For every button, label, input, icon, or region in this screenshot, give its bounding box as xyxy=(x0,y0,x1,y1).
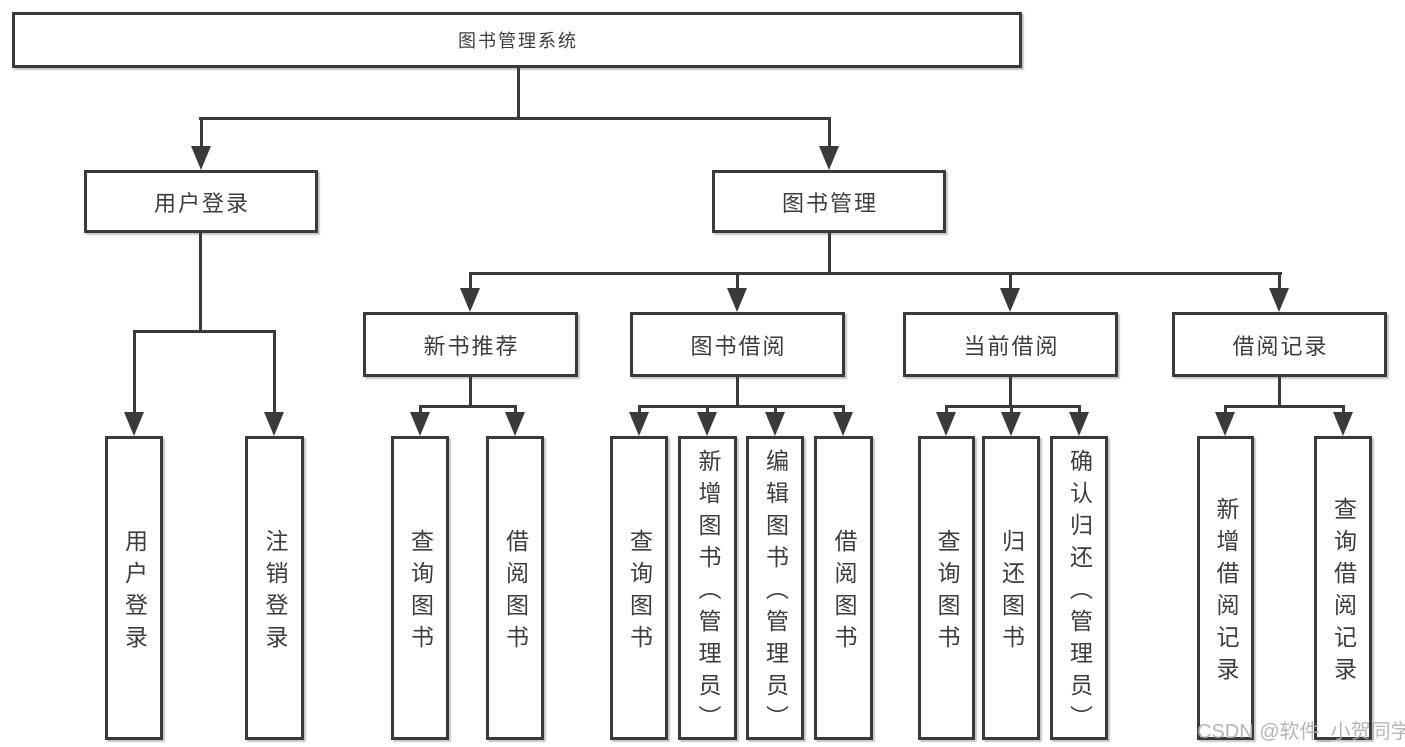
node-leaf-user-login-label: 用户登录 xyxy=(121,528,148,657)
connector-leaf-logout-drop xyxy=(273,330,276,414)
node-leaf-add-books: 新增图书（管理员） xyxy=(678,436,737,740)
node-current-borrow: 当前借阅 xyxy=(903,312,1118,377)
node-current-borrow-label: 当前借阅 xyxy=(963,333,1060,359)
connector-leaf-user-login-drop xyxy=(133,330,136,414)
node-leaf-edit-books: 编辑图书（管理员） xyxy=(746,436,804,740)
node-leaf-add-books-label: 新增图书（管理员） xyxy=(695,448,721,737)
node-leaf-confirm-return: 确认归还（管理员） xyxy=(1050,436,1108,740)
connector-leaf-return-drop xyxy=(1010,405,1013,414)
connector-leaf-edit-books-drop xyxy=(774,405,777,414)
node-leaf-add-borrow-record-label: 新增借阅记录 xyxy=(1213,496,1239,689)
node-leaf-user-login: 用户登录 xyxy=(105,436,163,740)
arrowhead-leaf-query1 xyxy=(410,412,430,436)
node-leaf-add-borrow-record: 新增借阅记录 xyxy=(1197,436,1254,740)
connector-user-login-stem xyxy=(199,233,202,332)
node-leaf-query-borrow-record: 查询借阅记录 xyxy=(1314,436,1372,740)
connector-root-stem xyxy=(517,68,520,119)
node-leaf-logout-label: 注销登录 xyxy=(262,528,288,657)
node-book-mgmt: 图书管理 xyxy=(712,170,946,233)
node-leaf-query-books-1-label: 查询图书 xyxy=(407,528,434,657)
connector-book-mgmt-stem xyxy=(828,233,831,274)
arrowhead-leaf-logout xyxy=(264,412,284,436)
node-leaf-return-books: 归还图书 xyxy=(982,436,1040,740)
node-leaf-query-books-2: 查询图书 xyxy=(610,436,668,740)
connector-borrow-records-drop xyxy=(1278,272,1281,292)
node-book-borrow-label: 图书借阅 xyxy=(690,333,787,359)
connector-level3-bar xyxy=(469,272,1282,275)
arrowhead-leaf-query-record xyxy=(1333,412,1353,436)
node-new-books-label: 新书推荐 xyxy=(423,333,520,359)
connector-leaf-query-record-drop xyxy=(1342,405,1345,414)
arrowhead-leaf-add-record xyxy=(1215,412,1235,436)
node-leaf-borrow-books-1-label: 借阅图书 xyxy=(502,528,529,657)
node-leaf-query-books-1: 查询图书 xyxy=(391,436,449,740)
node-user-login-label: 用户登录 xyxy=(153,190,250,216)
node-leaf-logout: 注销登录 xyxy=(245,436,304,740)
arrowhead-book-borrow xyxy=(727,288,747,312)
connector-book-borrow-bar xyxy=(638,405,845,408)
connector-leaf-confirm-return-drop xyxy=(1078,405,1081,414)
connector-root-bar xyxy=(199,117,831,120)
connector-book-borrow-stem xyxy=(736,377,739,407)
arrowhead-leaf-add-books xyxy=(697,412,717,436)
connector-current-borrow-stem xyxy=(1009,377,1012,407)
node-leaf-borrow-books-2-label: 借阅图书 xyxy=(831,528,857,657)
node-borrow-records-label: 借阅记录 xyxy=(1232,333,1329,359)
node-leaf-borrow-books-2: 借阅图书 xyxy=(814,436,873,740)
node-leaf-query-borrow-record-label: 查询借阅记录 xyxy=(1330,496,1357,689)
node-leaf-query-books-3-label: 查询图书 xyxy=(934,528,960,657)
connector-new-books-bar xyxy=(419,405,516,408)
connector-current-borrow-drop xyxy=(1009,272,1012,292)
arrowhead-leaf-edit-books xyxy=(765,412,785,436)
node-leaf-query-books-2-label: 查询图书 xyxy=(626,528,653,657)
connector-leaf-add-books-drop xyxy=(706,405,709,414)
connector-book-borrow-drop xyxy=(736,272,739,292)
arrowhead-current-borrow xyxy=(1000,288,1020,312)
connector-leaf-query3-drop xyxy=(945,405,948,414)
node-book-mgmt-label: 图书管理 xyxy=(781,190,878,216)
arrowhead-leaf-confirm-return xyxy=(1069,412,1089,436)
node-new-books: 新书推荐 xyxy=(363,312,578,377)
connector-new-books-stem xyxy=(469,377,472,407)
arrowhead-leaf-return xyxy=(1001,412,1021,436)
watermark: CSDN @软件_小贺同学 xyxy=(1197,721,1405,743)
arrowhead-leaf-user-login xyxy=(124,412,144,436)
connector-leaf-query1-drop xyxy=(419,405,422,414)
arrowhead-book-mgmt xyxy=(819,146,839,170)
connector-current-borrow-bar xyxy=(945,405,1081,408)
connector-new-books-drop xyxy=(469,272,472,292)
node-leaf-borrow-books-1: 借阅图书 xyxy=(486,436,544,740)
connector-book-mgmt-drop xyxy=(828,117,831,148)
node-leaf-confirm-return-label: 确认归还（管理员） xyxy=(1066,448,1093,737)
node-book-borrow: 图书借阅 xyxy=(630,312,845,377)
connector-user-login-bar xyxy=(133,330,276,333)
arrowhead-leaf-borrow1 xyxy=(505,412,525,436)
arrowhead-leaf-query2 xyxy=(629,412,649,436)
node-leaf-query-books-3: 查询图书 xyxy=(918,436,975,740)
connector-borrow-records-bar xyxy=(1224,405,1345,408)
arrowhead-user-login xyxy=(191,146,211,170)
node-leaf-edit-books-label: 编辑图书（管理员） xyxy=(762,448,789,737)
connector-leaf-query2-drop xyxy=(638,405,641,414)
node-leaf-return-books-label: 归还图书 xyxy=(998,528,1025,657)
connector-leaf-add-record-drop xyxy=(1224,405,1227,414)
node-root: 图书管理系统 xyxy=(12,12,1022,68)
connector-leaf-borrow2-drop xyxy=(842,405,845,414)
arrowhead-leaf-borrow2 xyxy=(833,412,853,436)
node-root-label: 图书管理系统 xyxy=(458,31,578,51)
node-user-login: 用户登录 xyxy=(84,170,318,233)
connector-leaf-borrow1-drop xyxy=(514,405,517,414)
arrowhead-borrow-records xyxy=(1269,288,1289,312)
node-borrow-records: 借阅记录 xyxy=(1172,312,1387,377)
connector-user-login-drop xyxy=(200,117,203,148)
arrowhead-new-books xyxy=(460,288,480,312)
arrowhead-leaf-query3 xyxy=(936,412,956,436)
connector-borrow-records-stem xyxy=(1278,377,1281,407)
